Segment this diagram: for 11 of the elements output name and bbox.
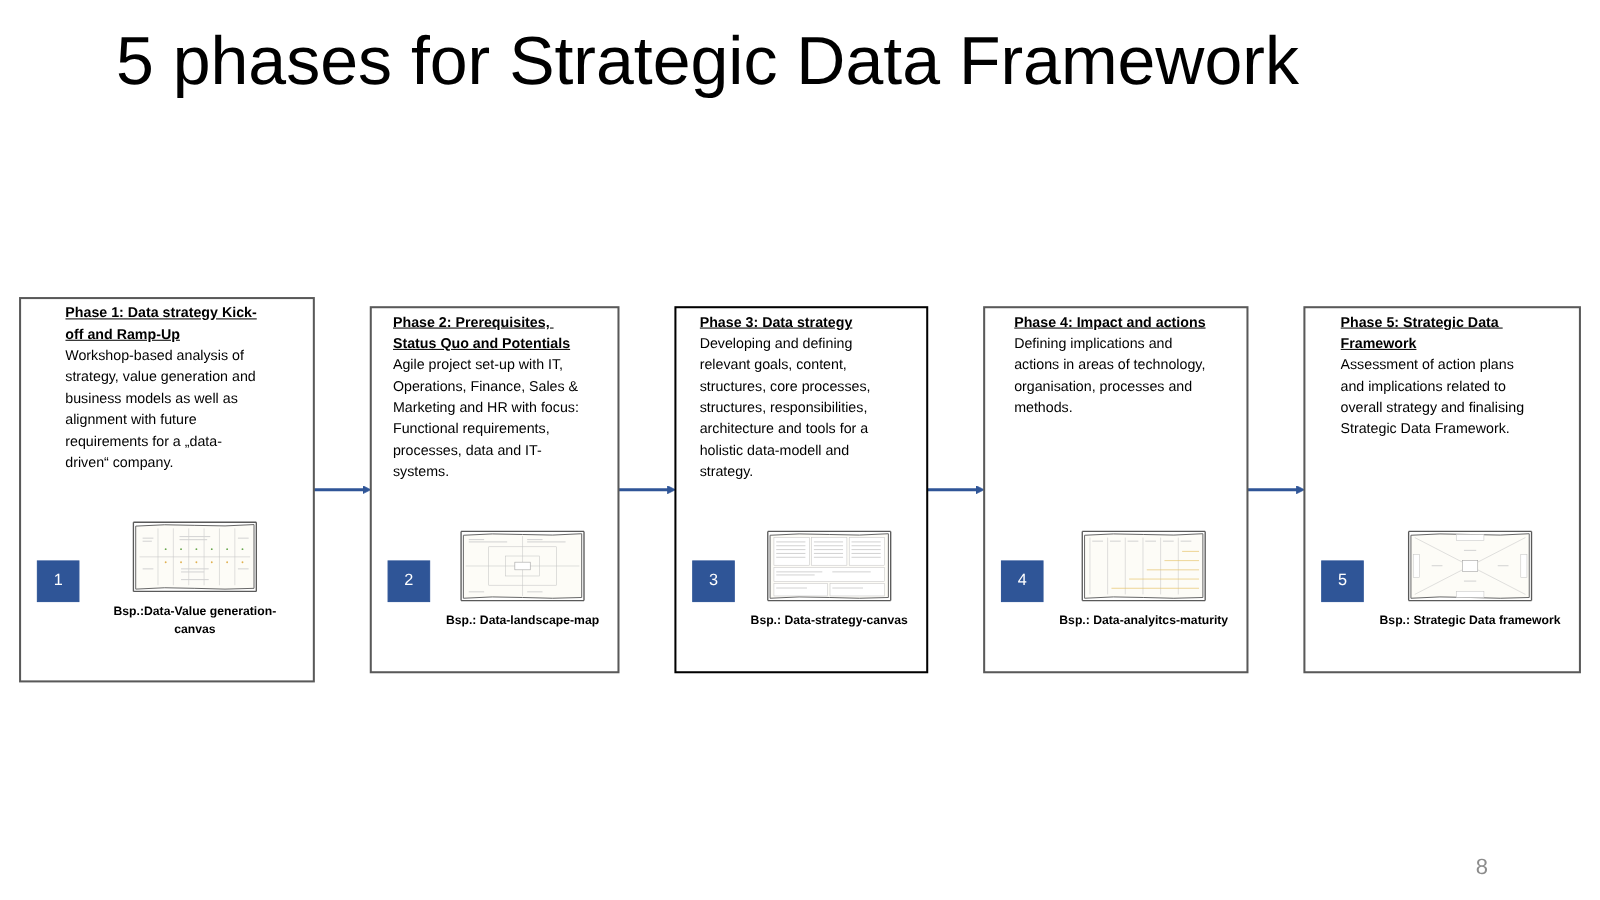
arrow — [1247, 485, 1305, 495]
node-box: 2 — [387, 560, 431, 603]
node-box: 3 — [692, 560, 735, 603]
node-box: 1 — [36, 560, 80, 603]
arrow — [313, 485, 372, 495]
page-number: 8 — [1475, 856, 1488, 880]
node-box: 4 — [1000, 560, 1044, 603]
slide-title: 5 phases for Strategic Data Framework — [116, 24, 1299, 102]
arrow — [618, 485, 676, 495]
node-box: 5 — [1321, 560, 1364, 603]
arrow — [927, 485, 985, 495]
